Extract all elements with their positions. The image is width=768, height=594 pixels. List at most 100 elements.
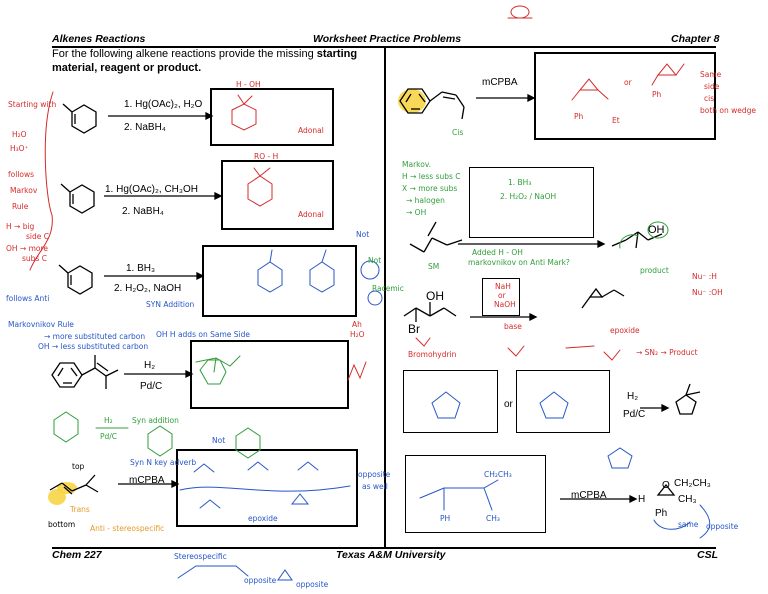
reagent-4-line1: H₂ (144, 360, 156, 371)
blue-note: opposite (706, 522, 739, 531)
red-bond (651, 74, 659, 86)
reagent-r4-line2: Pd/C (623, 409, 646, 420)
orange-note: Trans (70, 505, 90, 514)
red-note: Starting with (8, 100, 57, 109)
answer-box-2 (221, 160, 334, 230)
methyl-bond (62, 103, 73, 113)
bond (409, 243, 425, 253)
blue-note: as well (362, 482, 388, 491)
methyl-bond (60, 183, 71, 193)
reagent-3-line2: 2. H₂O₂, NaOH (114, 283, 182, 294)
red-note: H₃O⁺ (10, 144, 29, 153)
blue-bond (269, 249, 273, 263)
bond (443, 307, 457, 317)
footer-center: Texas A&M University (336, 549, 446, 561)
red-note: Nu⁻ :OH (692, 288, 723, 297)
green-note: markovnikov on Anti Mark? (468, 258, 570, 267)
bond (625, 231, 639, 241)
blue-sketch (193, 463, 215, 473)
green-note: product (640, 266, 669, 275)
red-bond (237, 94, 245, 105)
red-bond (259, 167, 271, 177)
green-note: Added H - OH (472, 248, 523, 257)
bond (85, 474, 96, 486)
red-note: Ph (652, 90, 662, 99)
reagent-4-line2: Pd/C (140, 381, 163, 392)
bond (61, 482, 73, 492)
footer-left: Chem 227 (52, 549, 102, 561)
r4-or: or (504, 399, 513, 410)
red-product-2 (247, 175, 273, 207)
green-circle (647, 221, 669, 239)
answer-box-4 (190, 340, 349, 409)
answer-box-r2 (469, 167, 594, 238)
red-note: or (498, 291, 506, 300)
blue-note: opposite (244, 576, 277, 585)
bond (685, 391, 701, 396)
green-sketch-ring (235, 427, 261, 459)
cyclohexene-3 (67, 265, 93, 295)
bond (601, 289, 615, 298)
green-note: X → more subs (402, 184, 458, 193)
footer-rule (52, 547, 716, 549)
double-bond (63, 486, 73, 495)
bond (685, 383, 691, 396)
aromatic-bond (70, 367, 78, 377)
red-epoxide (578, 78, 600, 91)
green-note: Syn addition (132, 416, 179, 425)
red-bond (675, 63, 685, 76)
bond (71, 484, 87, 492)
green-note: Markov. (402, 160, 432, 169)
double-bond (427, 221, 437, 237)
bond (429, 91, 443, 102)
column-divider (384, 47, 386, 547)
green-note: H → less subs C (402, 172, 461, 181)
green-sketch-ring (147, 425, 173, 457)
header-left: Alkenes Reactions (52, 33, 146, 45)
red-note: subs C (22, 254, 47, 263)
r5-o-label: O (662, 480, 670, 491)
red-zigzag (347, 361, 367, 381)
bond (81, 367, 96, 376)
answer-box-r3 (482, 278, 520, 316)
answer-box-r4b (516, 370, 610, 433)
blue-note: OH H adds on Same Side (156, 330, 250, 339)
blue-sketch (297, 461, 319, 471)
blue-note: CH₃ (486, 514, 500, 523)
r5-h-label: H (638, 494, 646, 505)
red-note: side (704, 82, 720, 91)
green-note: 1. BH₃ (508, 178, 532, 187)
bond (85, 484, 99, 493)
blue-sketch-ring (607, 447, 633, 469)
arrow-head (171, 479, 180, 489)
footer-right: CSL (697, 549, 718, 561)
blue-note: Syn N key adverb (130, 458, 197, 467)
double-bond (442, 96, 456, 100)
blue-product-b (309, 261, 335, 293)
red-zigzag (603, 349, 621, 361)
red-zigzag (507, 345, 525, 357)
green-note: Cis (452, 128, 464, 137)
arrow-head (629, 494, 638, 504)
bond (647, 233, 663, 241)
bond (431, 237, 448, 246)
blue-note: OH → less substituted carbon (38, 342, 149, 351)
red-note: Bromohydrin (408, 350, 457, 359)
red-note: epoxide (610, 326, 640, 335)
blue-note: opposite (358, 470, 391, 479)
green-note: SM (428, 262, 440, 271)
blue-note: → more substituted carbon (44, 332, 146, 341)
answer-box-5 (176, 449, 358, 527)
red-note: RO - H (254, 152, 279, 161)
bond (637, 231, 649, 241)
red-note: follows (8, 170, 35, 179)
bond (429, 307, 445, 317)
blue-note: same (678, 520, 699, 529)
blue-note: Not (356, 230, 370, 239)
red-zigzag (415, 337, 431, 347)
blue-cyclopentene (431, 391, 461, 419)
red-note: → SN₂ → Product (636, 348, 698, 357)
red-note: NaH (495, 282, 511, 291)
header-center: Worksheet Practice Problems (313, 33, 462, 45)
arrow-head (205, 111, 214, 121)
